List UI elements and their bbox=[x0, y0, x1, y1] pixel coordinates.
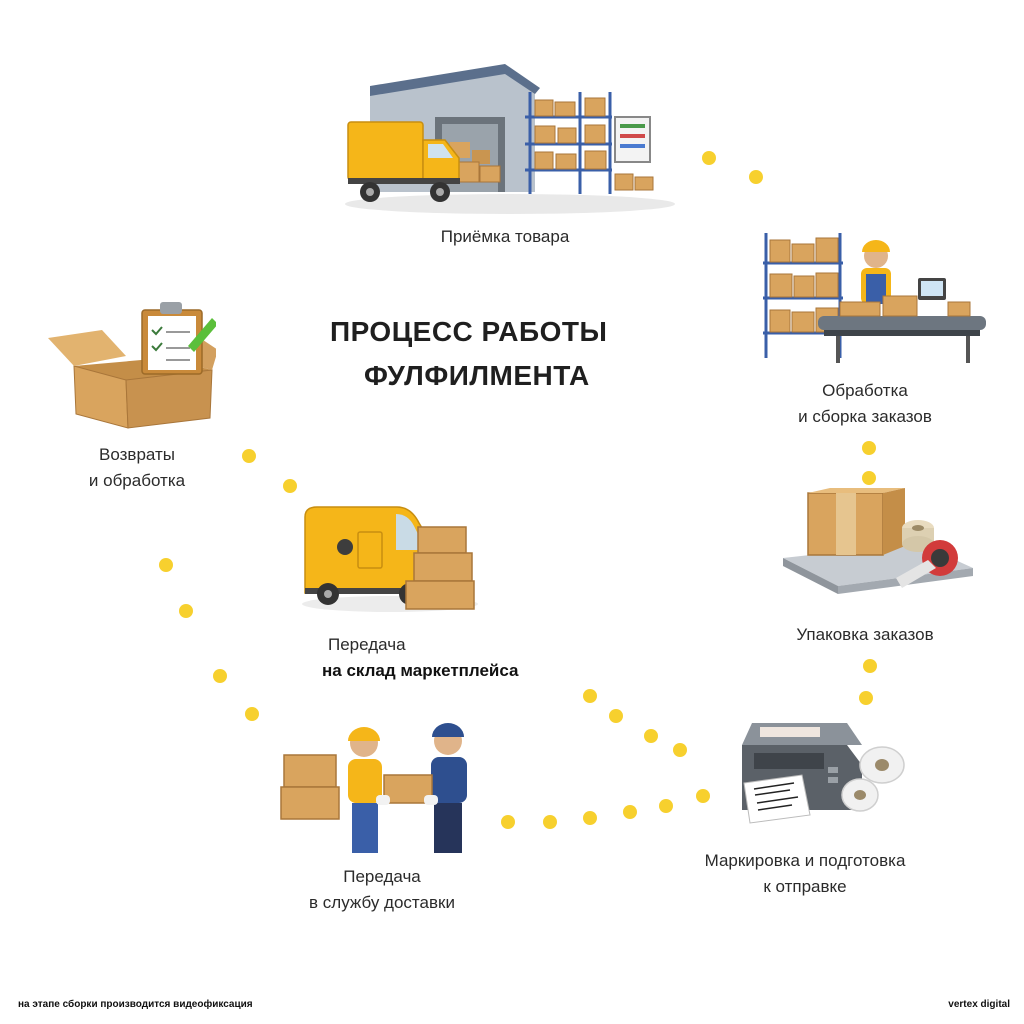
connector-dot bbox=[583, 811, 597, 825]
connector-dot bbox=[501, 815, 515, 829]
step-returns-line1: Возвраты bbox=[99, 445, 175, 464]
step-courier-label: Передача в службу доставки bbox=[272, 864, 492, 916]
connector-dot bbox=[213, 669, 227, 683]
step-returns-line2: и обработка bbox=[88, 471, 186, 490]
delivery-van-illustration bbox=[302, 506, 478, 612]
diagram-title-line1: ПРОЦЕСС РАБОТЫ bbox=[330, 316, 608, 347]
step-processing-label: Обработка и сборка заказов bbox=[745, 378, 985, 430]
connector-dot bbox=[673, 743, 687, 757]
connector-dot bbox=[859, 691, 873, 705]
diagram-title-line2: ФУЛФИЛМЕНТА bbox=[364, 360, 590, 391]
connector-dot bbox=[583, 689, 597, 703]
diagram-title: ПРОЦЕСС РАБОТЫ ФУЛФИЛМЕНТА bbox=[330, 310, 670, 398]
connector-dot bbox=[623, 805, 637, 819]
connector-dot bbox=[242, 449, 256, 463]
courier-handoff-illustration bbox=[280, 723, 467, 853]
step-marketplace-label: Передача на склад маркетплейса bbox=[322, 632, 562, 684]
step-packing-label: Упаковка заказов bbox=[765, 622, 965, 648]
worker-conveyor-illustration bbox=[763, 233, 986, 363]
connector-dot bbox=[543, 815, 557, 829]
warehouse-truck-illustration bbox=[345, 64, 675, 214]
step-receiving-line1: Приёмка товара bbox=[440, 227, 570, 246]
connector-dot bbox=[749, 170, 763, 184]
footnote-video-recording: на этапе сборки производится видеофиксац… bbox=[18, 999, 253, 1010]
connector-dot bbox=[283, 479, 297, 493]
step-labeling-line2: к отправке bbox=[763, 877, 847, 896]
step-processing-line1: Обработка bbox=[822, 381, 908, 400]
step-returns-label: Возвраты и обработка bbox=[52, 442, 222, 494]
step-marketplace-line1: Передача bbox=[328, 635, 406, 654]
step-marketplace-line2: на склад маркетплейса bbox=[322, 661, 519, 680]
connector-dot bbox=[863, 659, 877, 673]
connector-dot bbox=[159, 558, 173, 572]
step-courier-line2: в службу доставки bbox=[309, 893, 455, 912]
step-labeling-label: Маркировка и подготовка к отправке bbox=[660, 848, 950, 900]
connector-dot bbox=[696, 789, 710, 803]
packing-scale-illustration bbox=[783, 488, 973, 594]
connector-dot bbox=[245, 707, 259, 721]
connector-dot bbox=[862, 471, 876, 485]
step-courier-line1: Передача bbox=[343, 867, 421, 886]
connector-dot bbox=[179, 604, 193, 618]
step-receiving-label: Приёмка товара bbox=[395, 224, 615, 250]
connector-dot bbox=[644, 729, 658, 743]
step-processing-line2: и сборка заказов bbox=[798, 407, 932, 426]
connector-dot bbox=[702, 151, 716, 165]
returns-box-clipboard-illustration bbox=[48, 302, 216, 429]
connector-dot bbox=[862, 441, 876, 455]
connector-dot bbox=[609, 709, 623, 723]
label-printer-illustration bbox=[742, 723, 905, 824]
step-packing-line1: Упаковка заказов bbox=[796, 625, 934, 644]
footnote-brand: vertex digital bbox=[948, 999, 1010, 1010]
step-labeling-line1: Маркировка и подготовка bbox=[704, 851, 906, 870]
connector-dot bbox=[659, 799, 673, 813]
